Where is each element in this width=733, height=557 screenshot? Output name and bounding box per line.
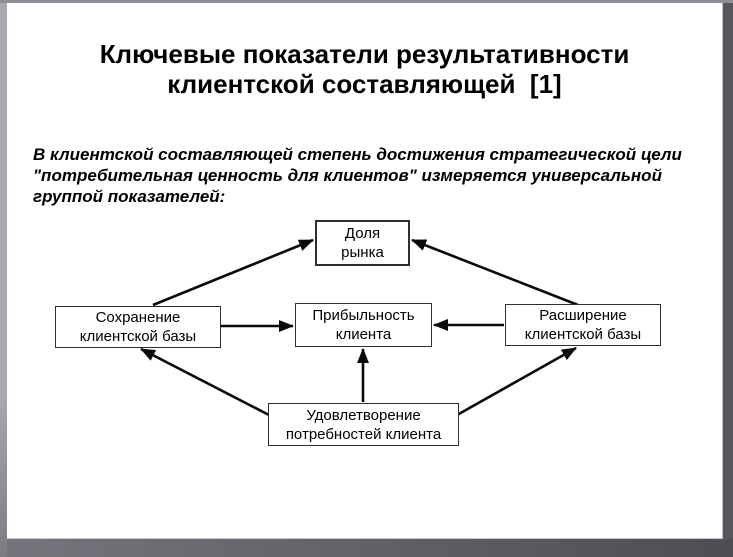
- node-customer-profitability-label: Прибыльность клиента: [312, 307, 415, 343]
- arrow-expansion-to-market-share: [411, 238, 579, 307]
- node-market-share: Доля рынка: [315, 220, 410, 266]
- arrow-satisfaction-to-retention: [140, 347, 270, 417]
- intro-text: В клиентской составляющей степень достиж…: [33, 145, 682, 206]
- node-customer-satisfaction: Удовлетворение потребностей клиента: [268, 403, 459, 446]
- arrow-retention-to-market-share: [152, 238, 314, 307]
- slide-title: Ключевые показатели результативности кли…: [99, 39, 630, 99]
- node-customer-expansion-label: Расширение клиентской базы: [524, 307, 642, 343]
- node-customer-retention-label: Сохранение клиентской базы: [79, 309, 197, 345]
- node-customer-satisfaction-label: Удовлетворение потребностей клиента: [285, 406, 442, 443]
- slide-canvas: Ключевые показатели результативности кли…: [7, 3, 723, 539]
- node-market-share-label: Доля рынка: [341, 225, 384, 261]
- window-edge-top: [0, 0, 733, 3]
- arrow-satisfaction-to-expansion: [456, 346, 577, 417]
- node-customer-expansion: Расширение клиентской базы: [505, 304, 661, 346]
- node-customer-retention: Сохранение клиентской базы: [55, 306, 221, 348]
- node-customer-profitability: Прибыльность клиента: [295, 303, 432, 347]
- desktop-band-bottom: [0, 539, 733, 557]
- window-edge-right: [723, 3, 733, 539]
- window-edge-left: [0, 0, 7, 557]
